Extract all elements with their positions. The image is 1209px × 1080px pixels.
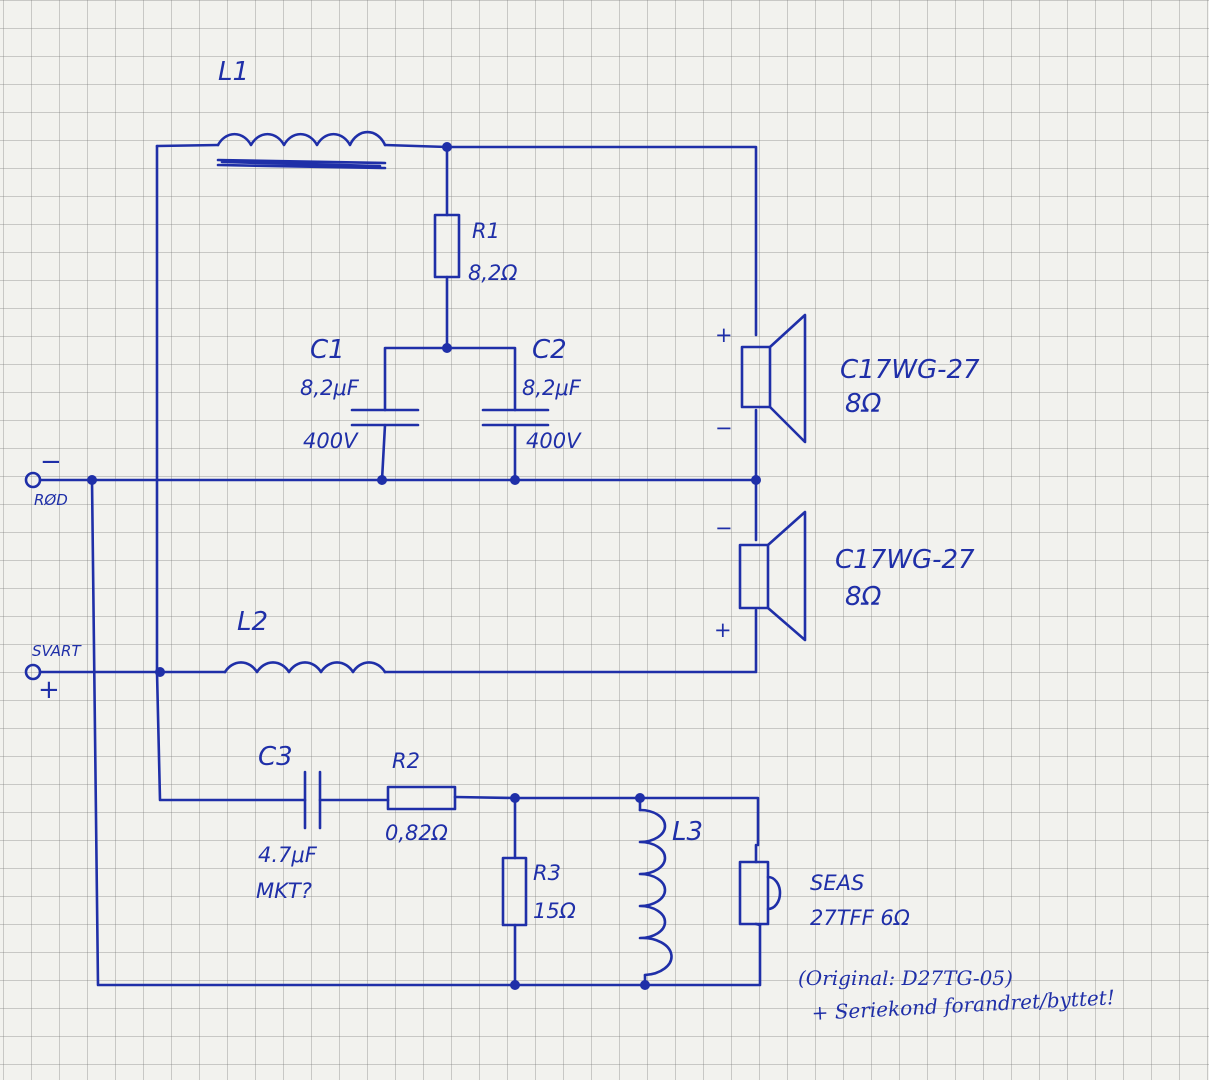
woofer-bottom-model: C17WG-27: [835, 545, 975, 575]
terminal-red-label: RØD: [34, 491, 68, 509]
label-r3: R3: [533, 861, 561, 885]
woofer-top-plus: +: [715, 323, 733, 347]
resistor-r3: [501, 856, 528, 927]
woofer-bottom-minus: −: [715, 516, 733, 540]
woofer-bottom-speaker-icon: [738, 510, 807, 642]
label-r3-value: 15Ω: [533, 899, 576, 923]
tweeter-brand: SEAS: [810, 871, 864, 895]
label-c3-value: 4.7μF: [258, 843, 318, 867]
woofer-top-model: C17WG-27: [840, 355, 980, 385]
label-l1: L1: [218, 57, 249, 87]
terminal-red-sign: −: [40, 447, 62, 477]
terminal-black-sign: +: [38, 675, 60, 705]
label-c3-type: MKT?: [256, 879, 312, 903]
capacitor-c3: [303, 770, 322, 830]
woofer-top-minus: −: [715, 416, 733, 440]
inductor-l3: [638, 808, 673, 977]
label-c1: C1: [310, 335, 345, 365]
wires: [38, 143, 762, 987]
tweeter-speaker-icon: [738, 843, 782, 927]
woofer-bottom-impedance: 8Ω: [845, 582, 882, 612]
woofer-top-impedance: 8Ω: [845, 389, 882, 419]
resistor-r1: [433, 213, 461, 279]
capacitor-c1: [350, 408, 420, 427]
label-c2: C2: [532, 335, 567, 365]
label-r2: R2: [392, 749, 420, 773]
resistor-r2: [386, 785, 457, 811]
tweeter-model: 27TFF 6Ω: [810, 906, 910, 930]
terminal-red-icon: [24, 471, 42, 489]
terminal-black-icon: [24, 663, 42, 681]
label-c2-voltage: 400V: [526, 429, 582, 453]
note-original: (Original: D27TG-05): [798, 966, 1013, 990]
note-series-cap: + Seriekond forandret/byttet!: [811, 985, 1115, 1025]
inductor-l1: [216, 130, 387, 170]
woofer-top-speaker-icon: [740, 313, 807, 444]
label-c3: C3: [258, 742, 293, 772]
junction-dots: [87, 142, 761, 990]
terminal-black-label: SVART: [32, 642, 82, 660]
label-c1-value: 8,2μF: [300, 376, 360, 400]
woofer-bottom-plus: +: [714, 618, 732, 642]
capacitor-c2: [481, 408, 550, 427]
label-c1-voltage: 400V: [303, 429, 359, 453]
label-c2-value: 8,2μF: [522, 376, 582, 400]
label-l2: L2: [237, 607, 268, 637]
inductor-l2: [223, 661, 387, 674]
label-l3: L3: [672, 817, 703, 847]
label-r2-value: 0,82Ω: [385, 821, 448, 845]
label-r1-value: 8,2Ω: [468, 261, 517, 285]
label-r1: R1: [472, 219, 500, 243]
